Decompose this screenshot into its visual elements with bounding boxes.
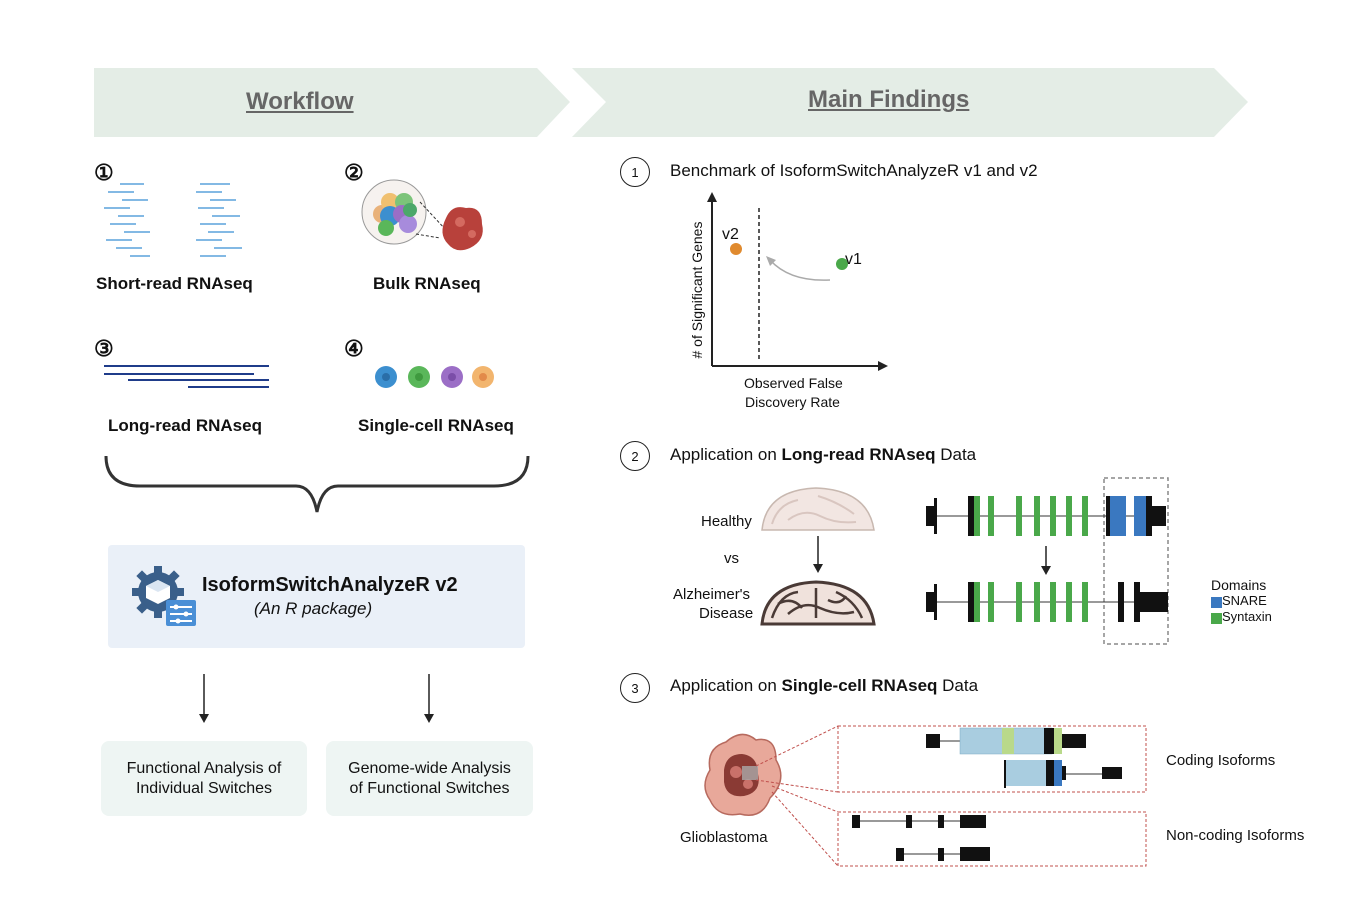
finding-2-title-suffix: Data bbox=[935, 445, 977, 464]
glioblastoma-label: Glioblastoma bbox=[680, 829, 768, 846]
output-2-line1: Genome-wide Analysis bbox=[348, 759, 511, 777]
workflow-banner bbox=[94, 68, 570, 137]
benchmark-y-label: # of Significant Genes bbox=[689, 221, 705, 359]
curly-brace bbox=[104, 455, 530, 513]
package-icon bbox=[132, 566, 196, 626]
workflow-title: Workflow bbox=[246, 88, 354, 115]
benchmark-x-label-1: Observed False bbox=[744, 375, 843, 391]
disease-label-2: Disease bbox=[699, 605, 754, 622]
single-cells-icon bbox=[375, 366, 494, 388]
benchmark-plot bbox=[707, 192, 888, 371]
step-4-label: Single-cell RNAseq bbox=[358, 416, 514, 435]
short-read-icon bbox=[104, 183, 242, 257]
output-individual-switches: Functional Analysis of Individual Switche… bbox=[101, 741, 307, 816]
healthy-label: Healthy bbox=[701, 513, 752, 530]
step-3-number: ③ bbox=[94, 336, 114, 361]
step-1-label: Short-read RNAseq bbox=[96, 274, 253, 293]
finding-2-title-prefix: Application on bbox=[670, 445, 782, 464]
finding-2-number: 2 bbox=[620, 441, 650, 471]
glioblastoma-diagram bbox=[704, 725, 1147, 867]
point-v1-label: v1 bbox=[845, 251, 862, 268]
coding-isoforms-label: Coding Isoforms bbox=[1166, 752, 1276, 769]
benchmark-x-label-2: Discovery Rate bbox=[745, 394, 840, 410]
noncoding-isoforms-label: Non-coding Isoforms bbox=[1166, 827, 1305, 844]
package-subtitle: (An R package) bbox=[254, 599, 373, 618]
step-2-label: Bulk RNAseq bbox=[373, 274, 481, 293]
point-v1 bbox=[836, 258, 848, 270]
isoform-structures-longread bbox=[926, 477, 1169, 645]
package-box bbox=[108, 545, 525, 648]
finding-1-number: 1 bbox=[620, 157, 650, 187]
output-genome-wide: Genome-wide Analysis of Functional Switch… bbox=[326, 741, 533, 816]
point-v2 bbox=[730, 243, 742, 255]
findings-title: Main Findings bbox=[808, 86, 970, 113]
finding-2-title: Application on Long-read RNAseq Data bbox=[670, 445, 976, 465]
output-1-line2: Individual Switches bbox=[135, 779, 273, 797]
finding-3-title-prefix: Application on bbox=[670, 676, 782, 695]
brain-sections bbox=[760, 487, 876, 626]
output-1-line1: Functional Analysis of bbox=[126, 759, 282, 777]
disease-label-1: Alzheimer's bbox=[673, 586, 751, 603]
syntaxin-label: Syntaxin bbox=[1222, 609, 1272, 624]
findings-banner bbox=[572, 68, 1248, 137]
step-4-number: ④ bbox=[344, 336, 364, 361]
domains-title: Domains bbox=[1211, 577, 1267, 593]
syntaxin-swatch bbox=[1211, 613, 1222, 624]
finding-3-number: 3 bbox=[620, 673, 650, 703]
point-v2-label: v2 bbox=[722, 226, 739, 243]
finding-3-title-suffix: Data bbox=[937, 676, 979, 695]
finding-3-title: Application on Single-cell RNAseq Data bbox=[670, 676, 978, 696]
long-read-icon bbox=[104, 365, 269, 388]
output-2-line2: of Functional Switches bbox=[349, 779, 510, 797]
finding-2-title-bold: Long-read RNAseq bbox=[781, 445, 936, 464]
package-name: IsoformSwitchAnalyzeR v2 bbox=[202, 574, 458, 596]
snare-swatch bbox=[1211, 597, 1222, 608]
step-1-number: ① bbox=[94, 160, 114, 185]
snare-label: SNARE bbox=[1222, 593, 1267, 608]
finding-1-title: Benchmark of IsoformSwitchAnalyzeR v1 an… bbox=[670, 161, 1038, 180]
vs-label: vs bbox=[724, 550, 739, 567]
bulk-cells-icon bbox=[361, 179, 483, 251]
step-2-number: ② bbox=[344, 160, 364, 185]
output-arrows bbox=[199, 674, 434, 723]
finding-3-title-bold: Single-cell RNAseq bbox=[781, 676, 938, 695]
step-3-label: Long-read RNAseq bbox=[108, 416, 262, 435]
